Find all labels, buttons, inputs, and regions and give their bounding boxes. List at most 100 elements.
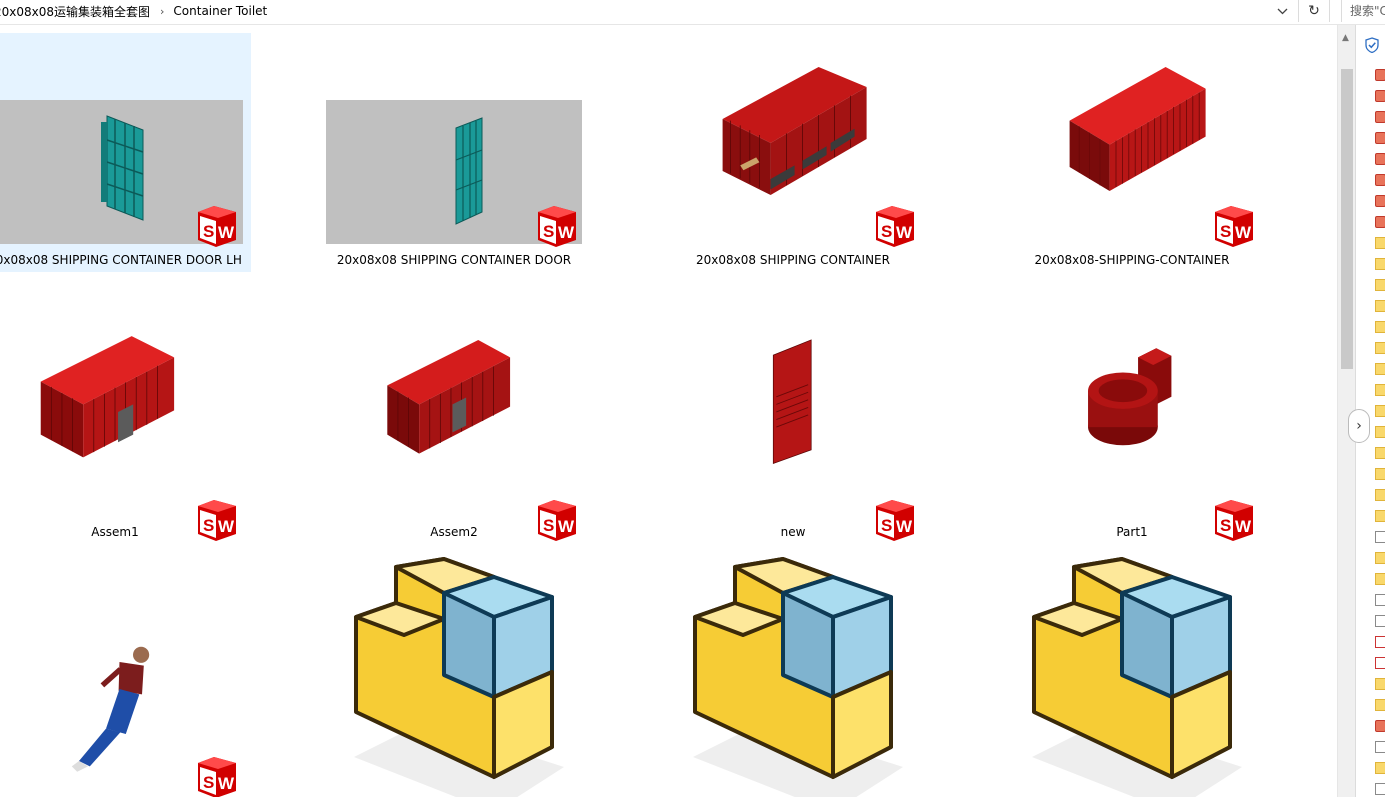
file-icon[interactable] xyxy=(1375,531,1385,543)
folder-icon[interactable] xyxy=(1375,678,1385,690)
file-item-part-generic[interactable] xyxy=(683,557,943,797)
folder-icon[interactable] xyxy=(1375,510,1385,522)
folder-icon[interactable] xyxy=(1375,573,1385,585)
file-item-part-generic[interactable] xyxy=(1022,557,1282,797)
svg-text:S: S xyxy=(1220,516,1231,535)
folder-icon[interactable] xyxy=(1375,300,1385,312)
folder-icon[interactable] xyxy=(1375,237,1385,249)
svg-text:W: W xyxy=(896,223,913,242)
file-icon[interactable] xyxy=(1375,195,1385,207)
file-item-part-generic[interactable] xyxy=(344,557,604,797)
file-icon[interactable] xyxy=(1375,132,1385,144)
assembly-container-icon xyxy=(40,336,175,458)
file-name: Assem1 xyxy=(91,525,139,539)
file-item-person[interactable]: S W xyxy=(0,565,260,797)
scrollbar-thumb[interactable] xyxy=(1341,69,1353,369)
file-icon[interactable] xyxy=(1375,216,1385,228)
svg-text:S: S xyxy=(203,516,214,535)
svg-text:W: W xyxy=(1235,517,1252,536)
file-icon[interactable] xyxy=(1375,594,1385,606)
file-item-container[interactable]: S W 20x08x08-SHIPPING-CONTAINER xyxy=(1004,33,1264,273)
pdf-icon[interactable] xyxy=(1375,636,1385,648)
solidworks-icon: S W xyxy=(198,206,236,247)
svg-text:W: W xyxy=(558,517,575,536)
file-item-container-open[interactable]: S W 20x08x08 SHIPPING CONTAINER xyxy=(665,33,925,273)
folder-icon[interactable] xyxy=(1375,489,1385,501)
pdf-icon[interactable] xyxy=(1375,657,1385,669)
file-icon[interactable] xyxy=(1375,720,1385,732)
svg-text:S: S xyxy=(1220,222,1231,241)
file-icon[interactable] xyxy=(1375,90,1385,102)
folder-icon[interactable] xyxy=(1375,258,1385,270)
shield-icon[interactable] xyxy=(1365,37,1379,53)
vertical-scrollbar[interactable]: ▲ xyxy=(1337,25,1355,797)
file-icon[interactable] xyxy=(1375,783,1385,795)
chevron-right-icon: › xyxy=(160,4,165,18)
generic-part-icon xyxy=(1032,557,1242,797)
toilet-door-icon xyxy=(772,339,812,465)
file-name: Part1 xyxy=(1116,525,1148,539)
svg-text:S: S xyxy=(881,516,892,535)
scroll-up-icon[interactable]: ▲ xyxy=(1342,33,1349,43)
file-item-new[interactable]: S W new xyxy=(665,321,925,551)
refresh-button[interactable]: ↻ xyxy=(1298,0,1330,22)
svg-text:W: W xyxy=(218,517,235,536)
file-icon[interactable] xyxy=(1375,615,1385,627)
file-item-assem1[interactable]: S W Assem1 xyxy=(0,321,260,551)
breadcrumb-current[interactable]: Container Toilet xyxy=(173,4,268,18)
file-item-door[interactable]: S W 20x08x08 SHIPPING CONTAINER DOOR xyxy=(326,33,586,273)
svg-text:W: W xyxy=(218,774,235,793)
folder-icon[interactable] xyxy=(1375,552,1385,564)
folder-icon[interactable] xyxy=(1375,279,1385,291)
svg-text:S: S xyxy=(881,222,892,241)
breadcrumb-folder[interactable]: 20x08x08运输集装箱全套图 xyxy=(0,4,151,19)
file-icon[interactable] xyxy=(1375,741,1385,753)
thumbnail xyxy=(326,100,582,244)
folder-icon[interactable] xyxy=(1375,762,1385,774)
svg-text:W: W xyxy=(558,223,575,242)
folder-icon[interactable] xyxy=(1375,342,1385,354)
file-icon[interactable] xyxy=(1375,153,1385,165)
file-name: 20x08x08 SHIPPING CONTAINER xyxy=(696,253,890,267)
file-item-assem2[interactable]: S W Assem2 xyxy=(326,321,586,551)
folder-icon[interactable] xyxy=(1375,447,1385,459)
file-icon[interactable] xyxy=(1375,111,1385,123)
solidworks-icon: S W xyxy=(1215,500,1253,541)
svg-text:W: W xyxy=(1235,223,1252,242)
folder-icon[interactable] xyxy=(1375,384,1385,396)
solidworks-icon: S W xyxy=(1215,206,1253,247)
address-bar[interactable]: 20x08x08运输集装箱全套图 › Container Toilet ↻ 搜索… xyxy=(0,0,1385,25)
chevron-down-icon xyxy=(1277,8,1287,14)
search-input[interactable]: 搜索"Container Toilet" xyxy=(1341,0,1385,22)
file-icon[interactable] xyxy=(1375,174,1385,186)
folder-icon[interactable] xyxy=(1375,321,1385,333)
open-container-icon xyxy=(722,67,867,195)
search-placeholder: 搜索"Container Toilet" xyxy=(1350,4,1385,18)
file-item-door-lh[interactable]: S W 20x08x08 SHIPPING CONTAINER DOOR LH xyxy=(0,33,260,273)
person-model-icon xyxy=(71,646,150,772)
refresh-icon: ↻ xyxy=(1308,3,1320,19)
solidworks-icon: S W xyxy=(198,757,236,797)
solidworks-icon: S W xyxy=(538,500,576,541)
svg-text:S: S xyxy=(543,516,554,535)
generic-part-icon xyxy=(693,557,903,797)
file-view[interactable]: S W 20x08x08 SHIPPING CONTAINER DOOR LH … xyxy=(0,25,1337,797)
toilet-part-icon xyxy=(1088,348,1172,446)
folder-icon[interactable] xyxy=(1375,405,1385,417)
folder-icon[interactable] xyxy=(1375,468,1385,480)
folder-icon[interactable] xyxy=(1375,363,1385,375)
file-item-part1[interactable]: S W Part1 xyxy=(1004,321,1264,551)
svg-text:S: S xyxy=(543,222,554,241)
svg-text:W: W xyxy=(896,517,913,536)
assembly-container-icon xyxy=(387,339,511,454)
file-icon[interactable] xyxy=(1375,69,1385,81)
file-name: new xyxy=(780,525,806,539)
svg-text:W: W xyxy=(218,223,235,242)
address-history-button[interactable] xyxy=(1268,0,1296,22)
chevron-right-icon: › xyxy=(1356,418,1362,434)
folder-icon[interactable] xyxy=(1375,699,1385,711)
generic-part-icon xyxy=(354,557,564,797)
folder-icon[interactable] xyxy=(1375,426,1385,438)
collapse-pane-button[interactable]: › xyxy=(1348,409,1370,443)
svg-text:S: S xyxy=(203,222,214,241)
